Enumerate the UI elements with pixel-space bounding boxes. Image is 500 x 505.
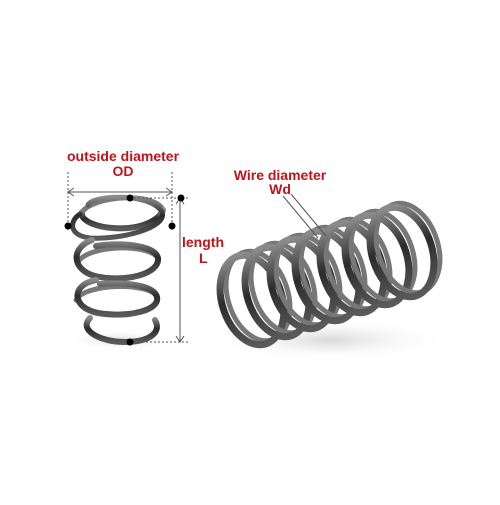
dimension-lines [67,172,327,343]
left-spring-coil-3 [74,277,161,318]
od-label: OD [112,163,134,179]
length-symbol-label: L [199,250,208,266]
wd-leader-line-2 [290,193,327,237]
wire-diameter-label: Wire diameter [233,167,327,183]
marker-top [126,194,134,202]
right-spring-coil [366,203,438,301]
marker-od-left [64,222,72,230]
outside-diameter-label: outside diameter [66,148,180,164]
marker-length-top [177,194,185,202]
length-label: length [182,234,224,250]
marker-od-right [168,222,176,230]
left-spring-coil-2 [73,237,161,282]
marker-bottom [126,338,134,346]
left-spring-coil-1 [79,207,166,232]
left-spring-top-coil [70,194,165,241]
left-spring [70,194,166,346]
markers [64,194,185,346]
right-spring-coil [341,211,413,309]
wd-label: Wd [269,181,291,197]
wd-leader-line-1 [282,195,319,239]
right-spring [216,200,443,349]
left-spring-bottom-coil [83,315,160,346]
